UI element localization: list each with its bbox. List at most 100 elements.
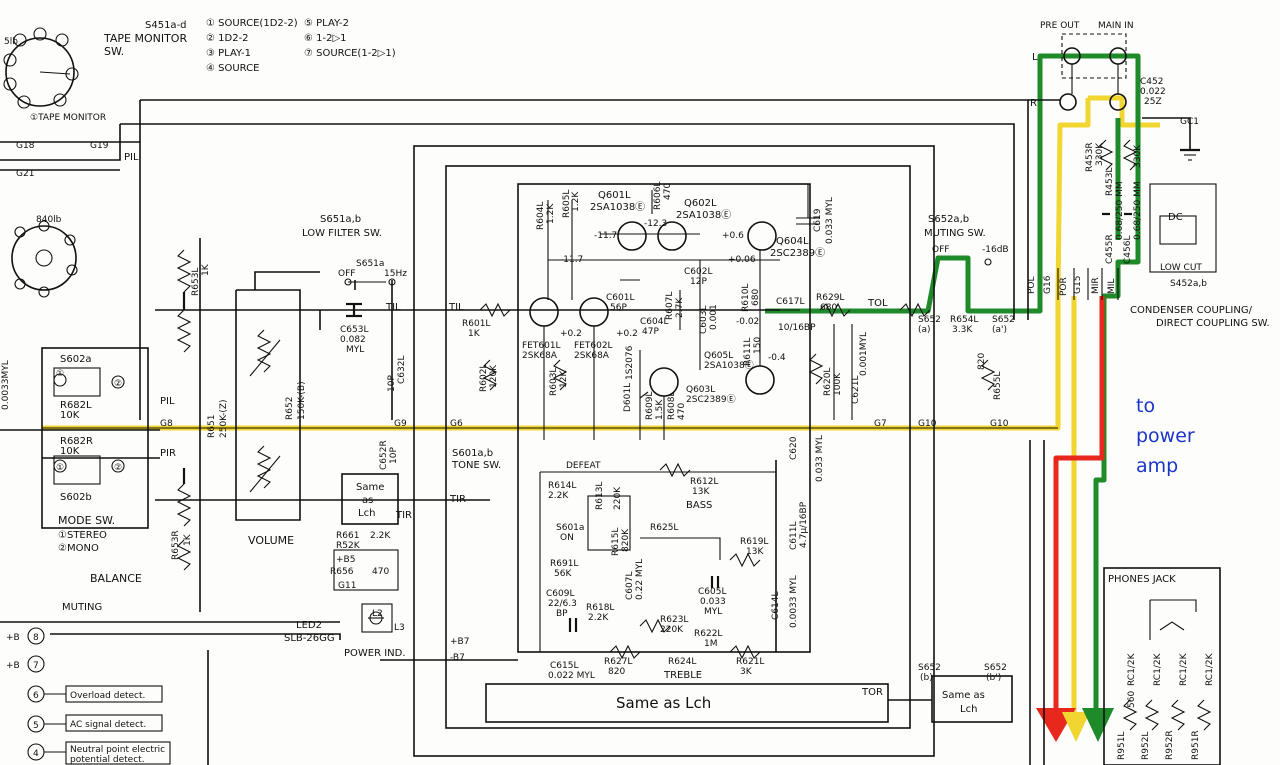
- r52k-label: R52K: [336, 541, 361, 551]
- neutral-detect-2: potential detect.: [70, 755, 145, 765]
- q604l: Q604L: [776, 236, 809, 247]
- c609l-v2: BP: [556, 609, 568, 619]
- led2-label: LED2: [296, 620, 322, 631]
- r606l-v: 470: [663, 183, 673, 200]
- tor-label: TOR: [861, 687, 883, 698]
- q605l: Q605L: [704, 351, 733, 361]
- r620l: R620L: [823, 368, 833, 396]
- q604l-v: 2SC2389Ⓔ: [770, 247, 825, 259]
- r608l: R608L: [667, 392, 677, 420]
- r621l: R621L: [736, 657, 764, 667]
- low-cut-label: LOW CUT: [1160, 263, 1202, 273]
- r655l-v: 820: [977, 353, 987, 370]
- r610l: R610L: [741, 284, 751, 312]
- q602l-v: 2SA1038Ⓔ: [676, 209, 731, 221]
- num-6: 6: [33, 691, 39, 701]
- por-label: POR: [1059, 277, 1069, 296]
- mode-1b-num: ①: [56, 463, 64, 473]
- mode-1-num: ①: [56, 369, 64, 379]
- r605l-v: 1.2K: [571, 191, 581, 212]
- c605l-v2: MYL: [704, 607, 722, 617]
- phones-jack-label: PHONES JACK: [1108, 574, 1176, 585]
- plus-b8-label: +B: [6, 633, 20, 643]
- r618l-v: 2.2K: [588, 613, 609, 623]
- r952r: R952R: [1165, 730, 1175, 760]
- s652b-sub: (b): [920, 673, 933, 683]
- coupling-label-2: DIRECT COUPLING SW.: [1156, 318, 1270, 329]
- c455r: C455R: [1105, 234, 1115, 264]
- c452-v: 0.022: [1140, 87, 1166, 97]
- r654l-v: 3.3K: [952, 325, 973, 335]
- r682l-label: R682L: [60, 400, 92, 411]
- c614l-v: 0.0033 MYL: [789, 575, 799, 628]
- c452: C452: [1140, 77, 1163, 87]
- red-signal-path: [1053, 296, 1105, 715]
- annotation-to: to: [1136, 395, 1155, 417]
- r691l: R691L: [550, 559, 578, 569]
- q603l: Q603L: [686, 385, 715, 395]
- volt-9: -0.4: [768, 353, 786, 363]
- volt-4: +0.6: [722, 231, 744, 241]
- low-filter-switch: [344, 278, 396, 318]
- volume-label: VOLUME: [248, 534, 294, 547]
- c653l-label: C653L: [340, 325, 368, 335]
- tone-network: [539, 462, 776, 660]
- position-4: ④ SOURCE: [206, 63, 259, 74]
- sw-840lb-label: 840lb: [36, 215, 62, 225]
- r661-value: 2.2K: [370, 531, 391, 541]
- r661-label: R661: [336, 531, 359, 541]
- q603l-v: 2SC2389Ⓔ: [686, 394, 736, 405]
- c603l: C603L: [699, 306, 709, 334]
- c652r-value: 10P: [389, 447, 399, 464]
- muting-contact: [984, 258, 992, 266]
- r951l: R951L: [1117, 732, 1127, 760]
- volt-5: +0.06: [728, 255, 756, 265]
- connector-list: [27, 627, 171, 765]
- til-label-1: TIL: [385, 302, 401, 313]
- green-signal-path: [765, 53, 1141, 720]
- g16-label: G16: [1043, 275, 1053, 294]
- r609l-v: 1.5K: [655, 399, 665, 420]
- muting-sw-title: MUTING SW.: [924, 228, 986, 239]
- tone-sw-ref: S601a,b: [452, 448, 493, 459]
- c609l-v1: 22/6.3: [548, 599, 577, 609]
- r622l: R622L: [694, 629, 722, 639]
- r612l-v: 13K: [692, 487, 710, 497]
- volt-7: +0.2: [560, 329, 582, 339]
- r653l-label: R653L: [191, 268, 201, 296]
- ground-g7: G7: [874, 419, 887, 429]
- slb-label: SLB-26GG: [284, 633, 335, 644]
- left-cap-label: 0.0033MYL: [1, 360, 11, 410]
- r682r-value: 10K: [60, 446, 80, 457]
- num-5: 5: [33, 721, 39, 731]
- low-filter-ref: S651a,b: [320, 214, 361, 225]
- overload-detect: Overload detect.: [70, 691, 145, 701]
- r656-value: 470: [372, 567, 389, 577]
- r605l: R605L: [562, 190, 572, 218]
- b5-label: +B5: [336, 555, 355, 565]
- num-8: 8: [33, 633, 39, 643]
- r691l-v: 56K: [554, 569, 572, 579]
- r951r: R951R: [1191, 730, 1201, 760]
- same-as-lch-bottom: Same as Lch: [616, 694, 711, 712]
- pil-label: PIL: [160, 396, 175, 407]
- r610l-v: 680: [751, 289, 761, 306]
- r621l-v: 3K: [740, 667, 753, 677]
- r620l-v: 100K: [833, 372, 843, 396]
- pre-out-main-in-jacks: [1028, 33, 1217, 300]
- r682r-label: R682R: [60, 436, 93, 447]
- same-as-lch-box-left: [341, 473, 399, 525]
- pol-label: POL: [1027, 276, 1037, 294]
- c603l-v: 0.001: [709, 304, 719, 330]
- r653r-label: R653R: [171, 530, 181, 560]
- c602l-v: 12P: [690, 277, 707, 287]
- power-ind-label: POWER IND.: [344, 648, 406, 659]
- ac-signal-detect: AC signal detect.: [70, 720, 146, 730]
- r606l: R606L: [653, 182, 663, 210]
- treble-label: TREBLE: [663, 670, 702, 681]
- s652b2-sub: (b'): [986, 673, 1001, 683]
- annotation-amp: amp: [1136, 455, 1178, 477]
- r604l-v: 1.2K: [546, 203, 556, 224]
- r651-value: 250K-(Z): [219, 399, 229, 438]
